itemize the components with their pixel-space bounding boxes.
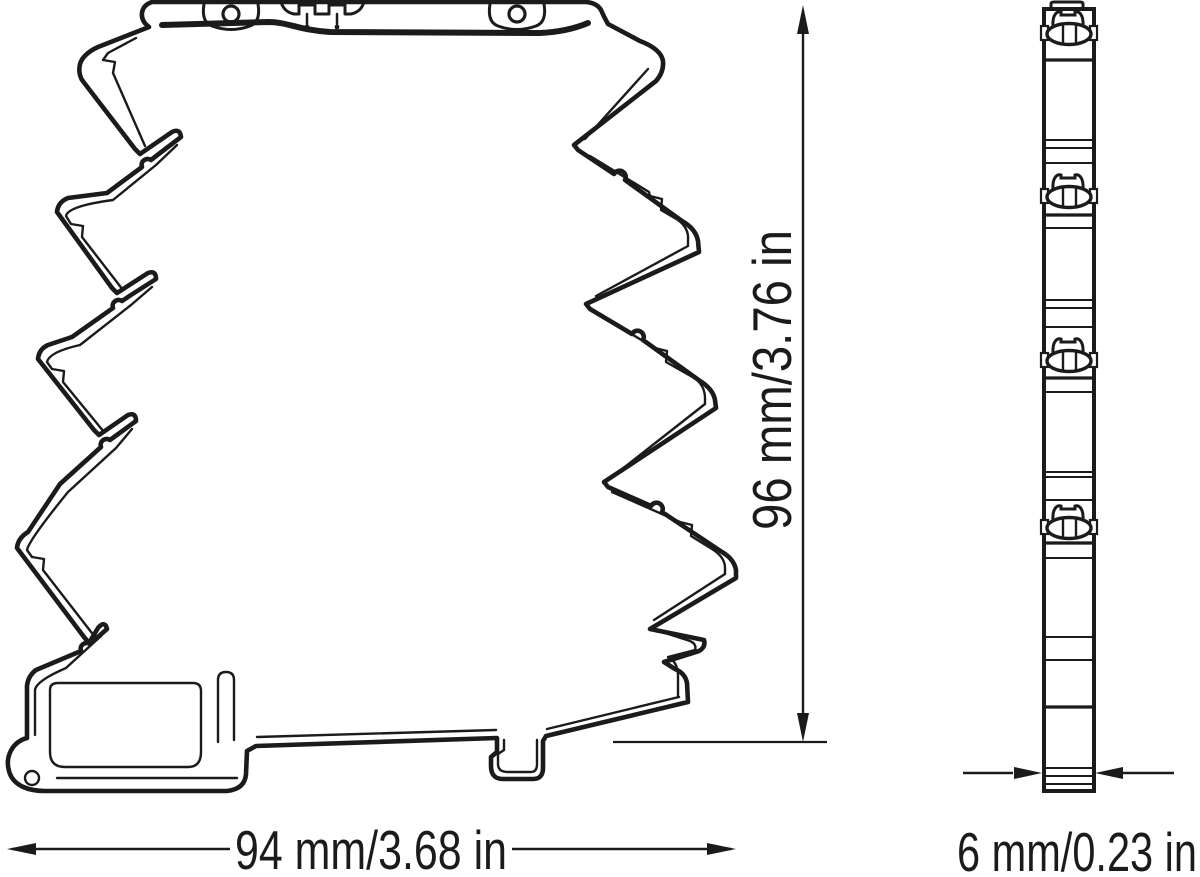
- arrow-right-inward-icon: [1014, 767, 1042, 779]
- arrow-right-icon: [707, 843, 736, 855]
- right-ear-hole: [507, 4, 527, 24]
- side-view-body: [1042, 7, 1096, 793]
- dimension-width-label: 94 mm/3.68 in: [235, 819, 507, 877]
- top-bar-underline: [159, 19, 591, 36]
- arrow-left-inward-icon: [1095, 767, 1123, 779]
- screw-terminal-3: [1039, 337, 1099, 374]
- front-view: [5, 0, 739, 794]
- foot-cavity: [48, 681, 203, 769]
- screw-terminal-1: [1039, 10, 1099, 47]
- arrow-left-icon: [7, 843, 36, 855]
- screw-terminals: [1039, 10, 1099, 541]
- latch-pin-left-tip: [304, 24, 310, 30]
- left-ear-hole: [221, 4, 241, 24]
- bottom-flange: [255, 695, 681, 774]
- left-ear: [201, 2, 261, 31]
- screw-terminal-4: [1039, 504, 1099, 541]
- side-view: [1039, 0, 1099, 793]
- front-view-inner-contour-right: [583, 67, 727, 699]
- dimension-height: 96 mm/3.76 in: [613, 5, 827, 744]
- screw-terminal-2: [1039, 173, 1099, 210]
- top-bar: [159, 0, 591, 36]
- side-view-seam-lines: [1044, 58, 1094, 785]
- dimension-depth-label: 6 mm/0.23 in: [957, 821, 1197, 877]
- right-ear: [487, 2, 547, 31]
- front-view-inner-contour-left: [25, 36, 179, 737]
- dimension-width: 94 mm/3.68 in: [7, 819, 736, 877]
- foot-arm-inner: [216, 670, 236, 744]
- bottom-inner-line-right: [545, 695, 681, 731]
- side-view-top-cap: [1049, 0, 1085, 11]
- din-rail-foot: [23, 670, 239, 787]
- foot-spring-hole: [23, 769, 41, 787]
- bottom-inner-line-left: [255, 728, 498, 739]
- bottom-hook-inner: [496, 738, 539, 774]
- front-view-outer-contour: [5, 0, 739, 794]
- dimension-depth: 6 mm/0.23 in: [957, 767, 1197, 877]
- latch-pin-right-tip: [334, 24, 340, 30]
- center-latch: [279, 0, 366, 16]
- arrow-down-icon: [797, 713, 809, 742]
- dimension-height-label: 96 mm/3.76 in: [741, 230, 803, 530]
- arrow-up-icon: [797, 5, 809, 34]
